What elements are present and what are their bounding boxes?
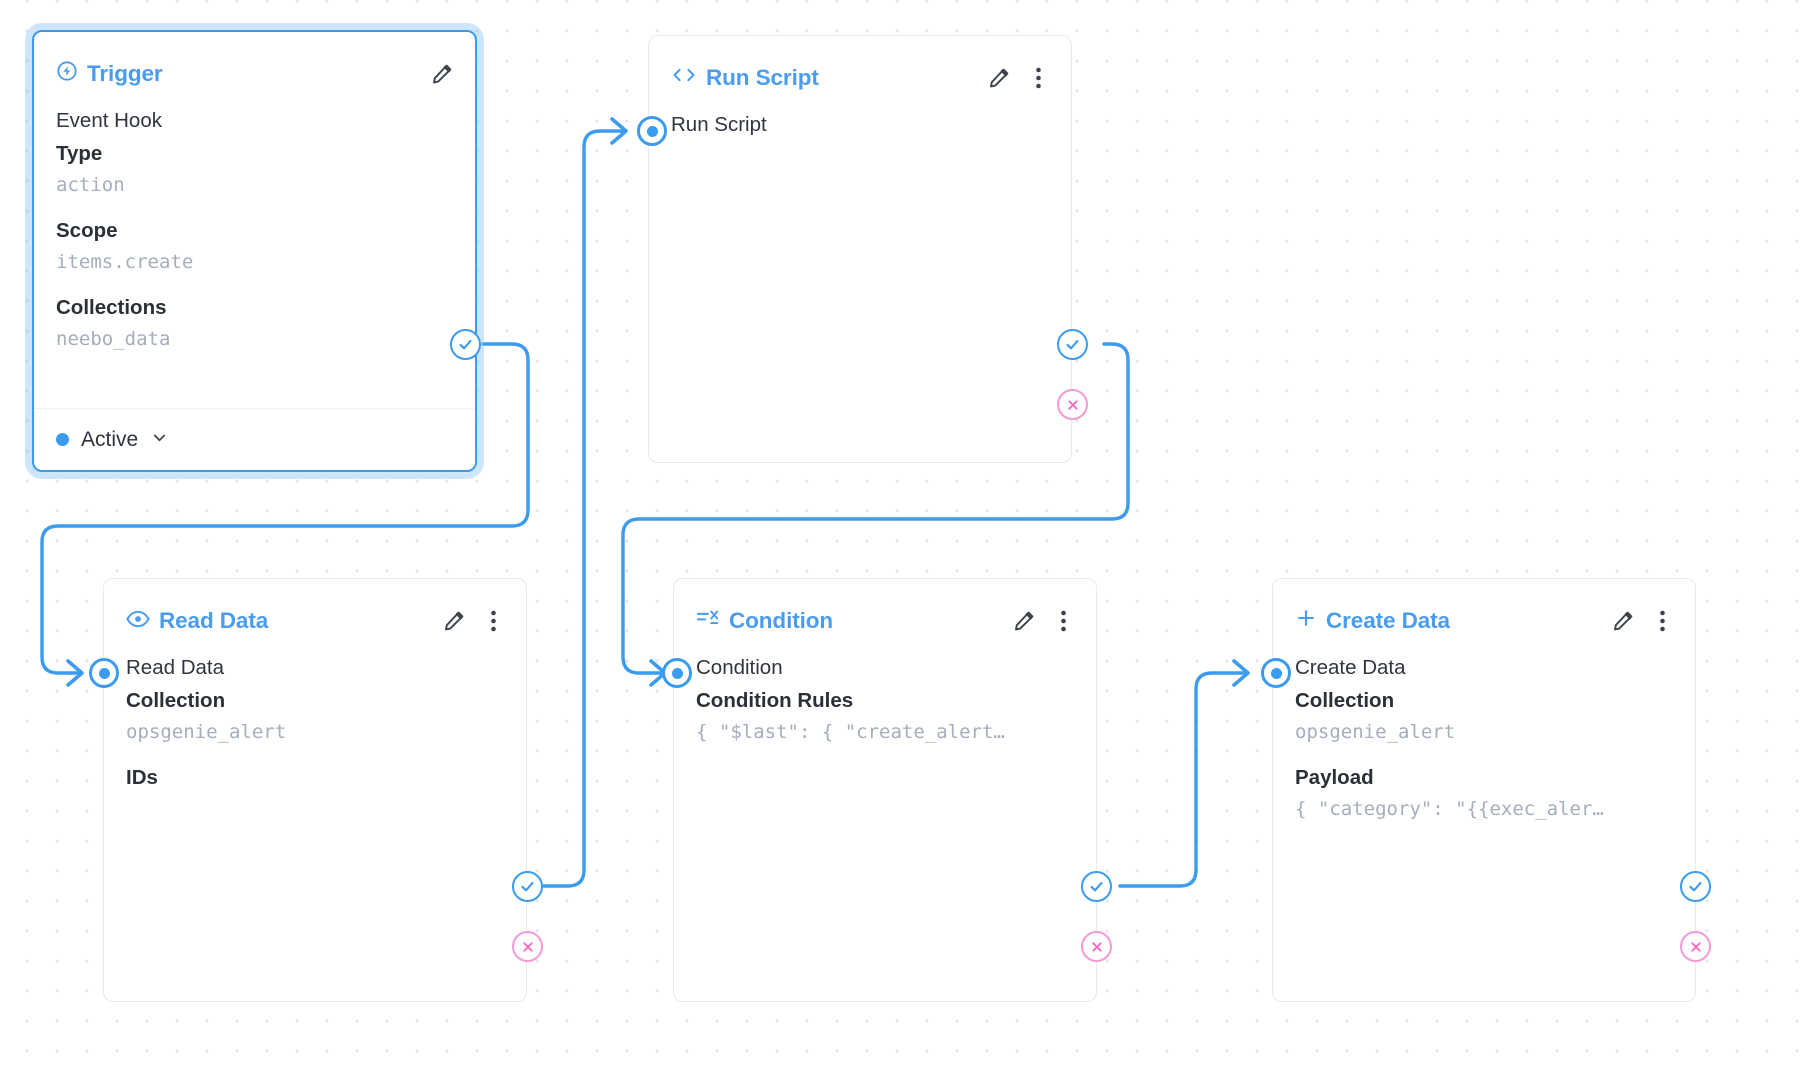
trigger-title: Trigger: [87, 61, 163, 86]
condition-body: Condition Condition Rules { "$last": { "…: [674, 641, 1096, 748]
node-create-data[interactable]: Create Data Create: [1272, 578, 1696, 1002]
trigger-row-1: Type: [56, 142, 103, 166]
condition-head-actions: [1011, 608, 1076, 634]
condition-title-group: Condition: [696, 608, 833, 634]
create-data-title: Create Data: [1326, 608, 1450, 633]
node-trigger[interactable]: Trigger Event Hook Type action Scope ite…: [32, 30, 477, 472]
edit-pencil-icon[interactable]: [1610, 608, 1636, 634]
create-data-title-group: Create Data: [1295, 607, 1450, 635]
edit-pencil-icon[interactable]: [1011, 608, 1037, 634]
trigger-row-4: items.create: [56, 251, 194, 274]
read-data-header: Read Data: [104, 579, 526, 641]
edit-pencil-icon[interactable]: [429, 61, 455, 87]
trigger-output-success-port[interactable]: [450, 329, 481, 360]
run-script-output-reject-port[interactable]: [1057, 389, 1088, 420]
run-script-output-success-port[interactable]: [1057, 329, 1088, 360]
condition-input-port[interactable]: [662, 658, 692, 688]
more-options-icon[interactable]: [1050, 608, 1076, 634]
condition-row-2: { "$last": { "create_alert…: [696, 721, 1005, 744]
run-script-body: Run Script: [649, 98, 1071, 141]
trigger-body: Event Hook Type action Scope items.creat…: [34, 94, 475, 355]
read-data-body: Read Data Collection opsgenie_alert IDs: [104, 641, 526, 794]
run-script-head-actions: [986, 65, 1051, 91]
run-script-row-0: Run Script: [671, 113, 767, 136]
read-data-output-success-port[interactable]: [512, 871, 543, 902]
trigger-status-label: Active: [81, 427, 139, 451]
eye-icon: [126, 608, 150, 634]
spacer: [126, 748, 504, 761]
create-data-header: Create Data: [1273, 579, 1695, 641]
read-data-head-actions: [441, 608, 506, 634]
trigger-status-dropdown[interactable]: Active: [56, 428, 169, 452]
read-data-input-port[interactable]: [89, 658, 119, 688]
create-data-row-0: Create Data: [1295, 656, 1406, 679]
read-data-row-0: Read Data: [126, 656, 225, 679]
spacer: [1295, 748, 1673, 761]
create-data-row-3: Payload: [1295, 766, 1374, 790]
create-data-input-port[interactable]: [1261, 658, 1291, 688]
trigger-footer: Active: [34, 408, 475, 470]
trigger-row-0: Event Hook: [56, 109, 162, 132]
more-options-icon[interactable]: [1649, 608, 1675, 634]
chevron-down-icon: [150, 428, 169, 452]
read-data-row-2: opsgenie_alert: [126, 721, 287, 744]
condition-output-reject-port[interactable]: [1081, 931, 1112, 962]
run-script-input-port[interactable]: [637, 116, 667, 146]
plus-icon: [1295, 607, 1317, 635]
create-data-output-reject-port[interactable]: [1680, 931, 1711, 962]
create-data-output-success-port[interactable]: [1680, 871, 1711, 902]
run-script-header: Run Script: [649, 36, 1071, 98]
code-brackets-icon: [671, 65, 697, 91]
read-data-title: Read Data: [159, 608, 269, 633]
run-script-title: Run Script: [706, 65, 819, 90]
trigger-row-5: Collections: [56, 296, 167, 320]
create-data-row-4: { "category": "{{exec_aler…: [1295, 798, 1604, 821]
create-data-head-actions: [1610, 608, 1675, 634]
trigger-row-2: action: [56, 174, 125, 197]
condition-filter-icon: [696, 608, 720, 634]
read-data-row-3: IDs: [126, 766, 158, 790]
condition-output-success-port[interactable]: [1081, 871, 1112, 902]
create-data-body: Create Data Collection opsgenie_alert Pa…: [1273, 641, 1695, 825]
spacer: [56, 201, 453, 214]
run-script-title-group: Run Script: [671, 65, 819, 91]
condition-row-0: Condition: [696, 656, 783, 679]
edit-pencil-icon[interactable]: [986, 65, 1012, 91]
trigger-row-3: Scope: [56, 219, 118, 243]
more-options-icon[interactable]: [1025, 65, 1051, 91]
read-data-row-1: Collection: [126, 689, 226, 713]
condition-title: Condition: [729, 608, 834, 633]
read-data-output-reject-port[interactable]: [512, 931, 543, 962]
node-condition[interactable]: Condition Conditio: [673, 578, 1097, 1002]
read-data-title-group: Read Data: [126, 608, 268, 634]
node-read-data[interactable]: Read Data Read Dat: [103, 578, 527, 1002]
more-options-icon[interactable]: [480, 608, 506, 634]
bolt-circle-icon: [56, 60, 78, 88]
condition-row-1: Condition Rules: [696, 689, 854, 713]
spacer: [56, 278, 453, 291]
create-data-row-2: opsgenie_alert: [1295, 721, 1456, 744]
condition-header: Condition: [674, 579, 1096, 641]
create-data-row-1: Collection: [1295, 689, 1395, 713]
trigger-header: Trigger: [34, 32, 475, 94]
status-dot-icon: [56, 433, 69, 446]
node-run-script[interactable]: Run Script Run Scr: [648, 35, 1072, 463]
trigger-head-actions: [429, 61, 455, 87]
trigger-title-group: Trigger: [56, 60, 163, 88]
trigger-row-6: neebo_data: [56, 328, 171, 351]
edit-pencil-icon[interactable]: [441, 608, 467, 634]
